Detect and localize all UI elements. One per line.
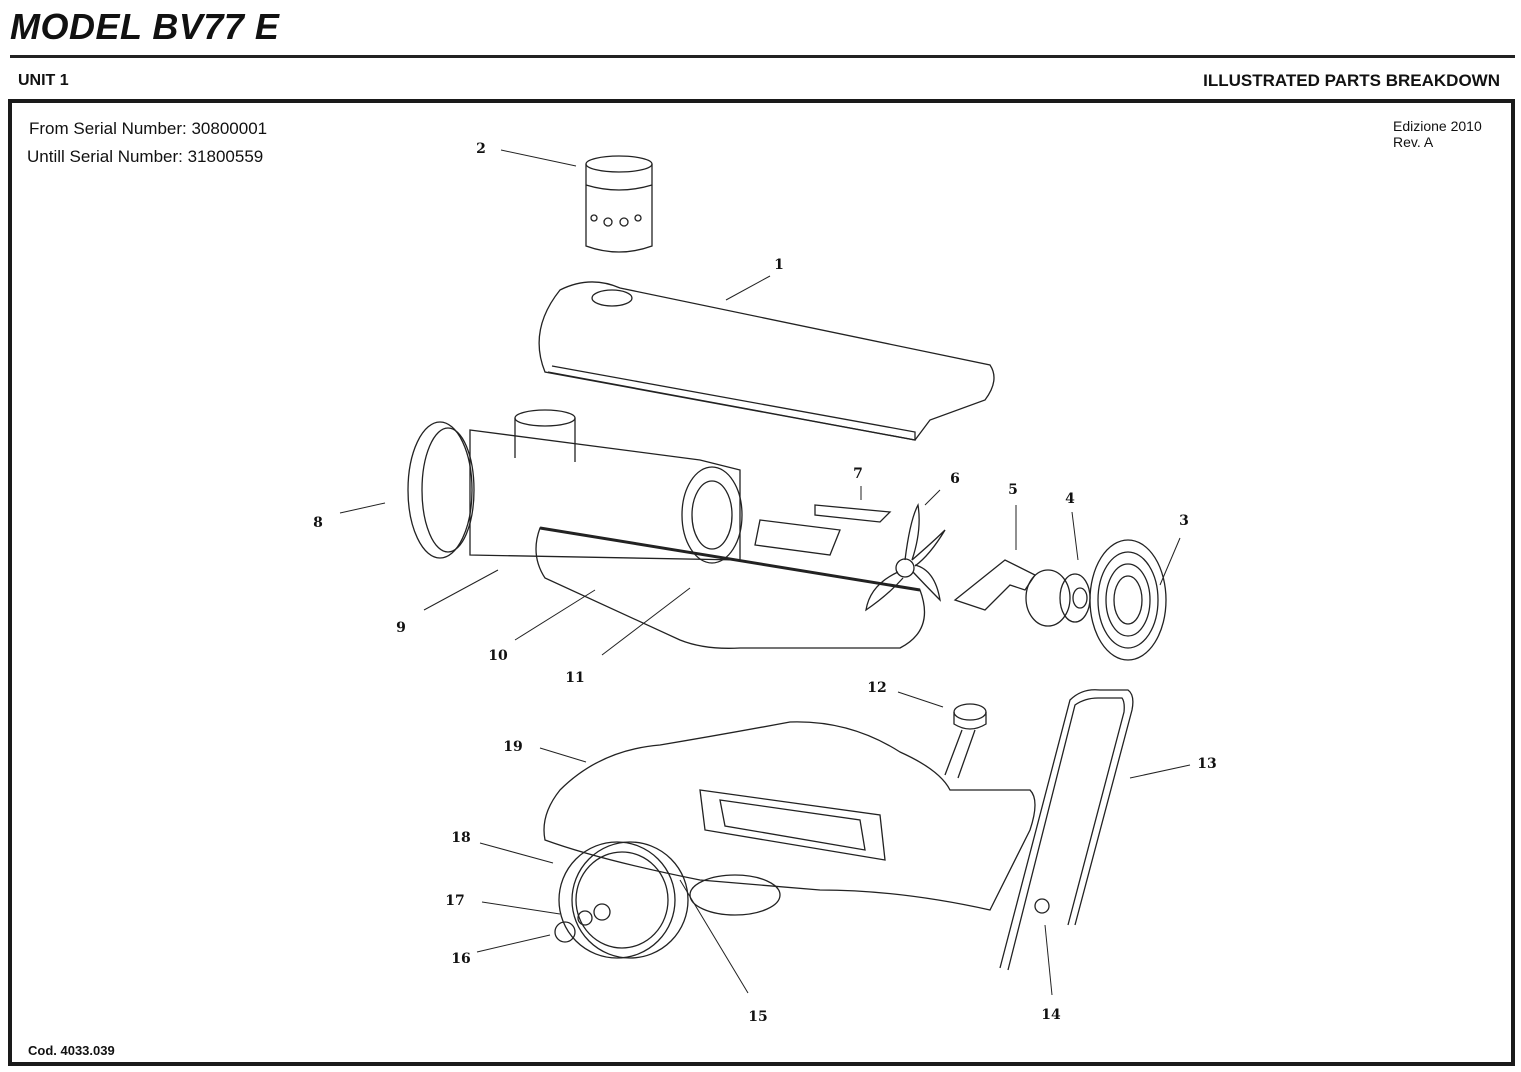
callout-16: 16: [451, 951, 470, 967]
part-combustion-chamber: [469, 409, 743, 564]
part-handle: [999, 689, 1134, 971]
part-wheel: [558, 841, 781, 959]
callout-12: 12: [867, 680, 886, 696]
leader-lines: [339, 149, 1191, 996]
callout-3: 3: [1179, 513, 1189, 529]
callout-9: 9: [396, 620, 406, 636]
callout-1: 1: [774, 257, 784, 273]
part-fan-grille: [1089, 539, 1167, 661]
document-code: Cod. 4033.039: [28, 1043, 115, 1058]
part-front-ring: [407, 421, 475, 559]
callout-14: 14: [1041, 1007, 1061, 1023]
part-nut: [1034, 898, 1050, 914]
part-motor: [1025, 569, 1091, 627]
callout-17: 17: [445, 893, 464, 909]
part-hub-cap: [554, 921, 576, 943]
header-divider: [10, 55, 1515, 58]
callout-15: 15: [748, 1009, 767, 1025]
part-chimney: [585, 155, 653, 253]
callout-13: 13: [1197, 756, 1216, 772]
callout-4: 4: [1065, 491, 1075, 507]
part-top-cover: [538, 281, 995, 441]
callout-5: 5: [1008, 482, 1018, 498]
until-serial: Untill Serial Number: 31800559: [27, 147, 264, 166]
model-title: MODEL BV77 E: [10, 6, 280, 47]
part-fuel-tank: [543, 721, 1036, 911]
callout-2: 2: [476, 141, 486, 157]
part-fuel-cap: [944, 703, 987, 779]
edition-info: Edizione 2010 Rev. A: [1393, 118, 1482, 150]
edition: Edizione 2010: [1393, 118, 1482, 134]
callout-11: 11: [565, 670, 584, 686]
revision: Rev. A: [1393, 134, 1434, 150]
section-title: ILLUSTRATED PARTS BREAKDOWN: [1203, 71, 1500, 90]
diagram-frame: [8, 99, 1515, 1066]
callout-18: 18: [451, 830, 470, 846]
part-fan: [865, 502, 946, 612]
callout-10: 10: [488, 648, 508, 664]
callout-7: 7: [853, 466, 863, 482]
callout-19: 19: [503, 739, 522, 755]
from-serial: From Serial Number: 30800001: [29, 119, 268, 138]
unit-label: UNIT 1: [18, 72, 69, 89]
callout-8: 8: [313, 515, 323, 531]
part-lower-body: [535, 504, 926, 649]
callout-6: 6: [950, 471, 960, 487]
part-motor-bracket: [953, 559, 1036, 611]
